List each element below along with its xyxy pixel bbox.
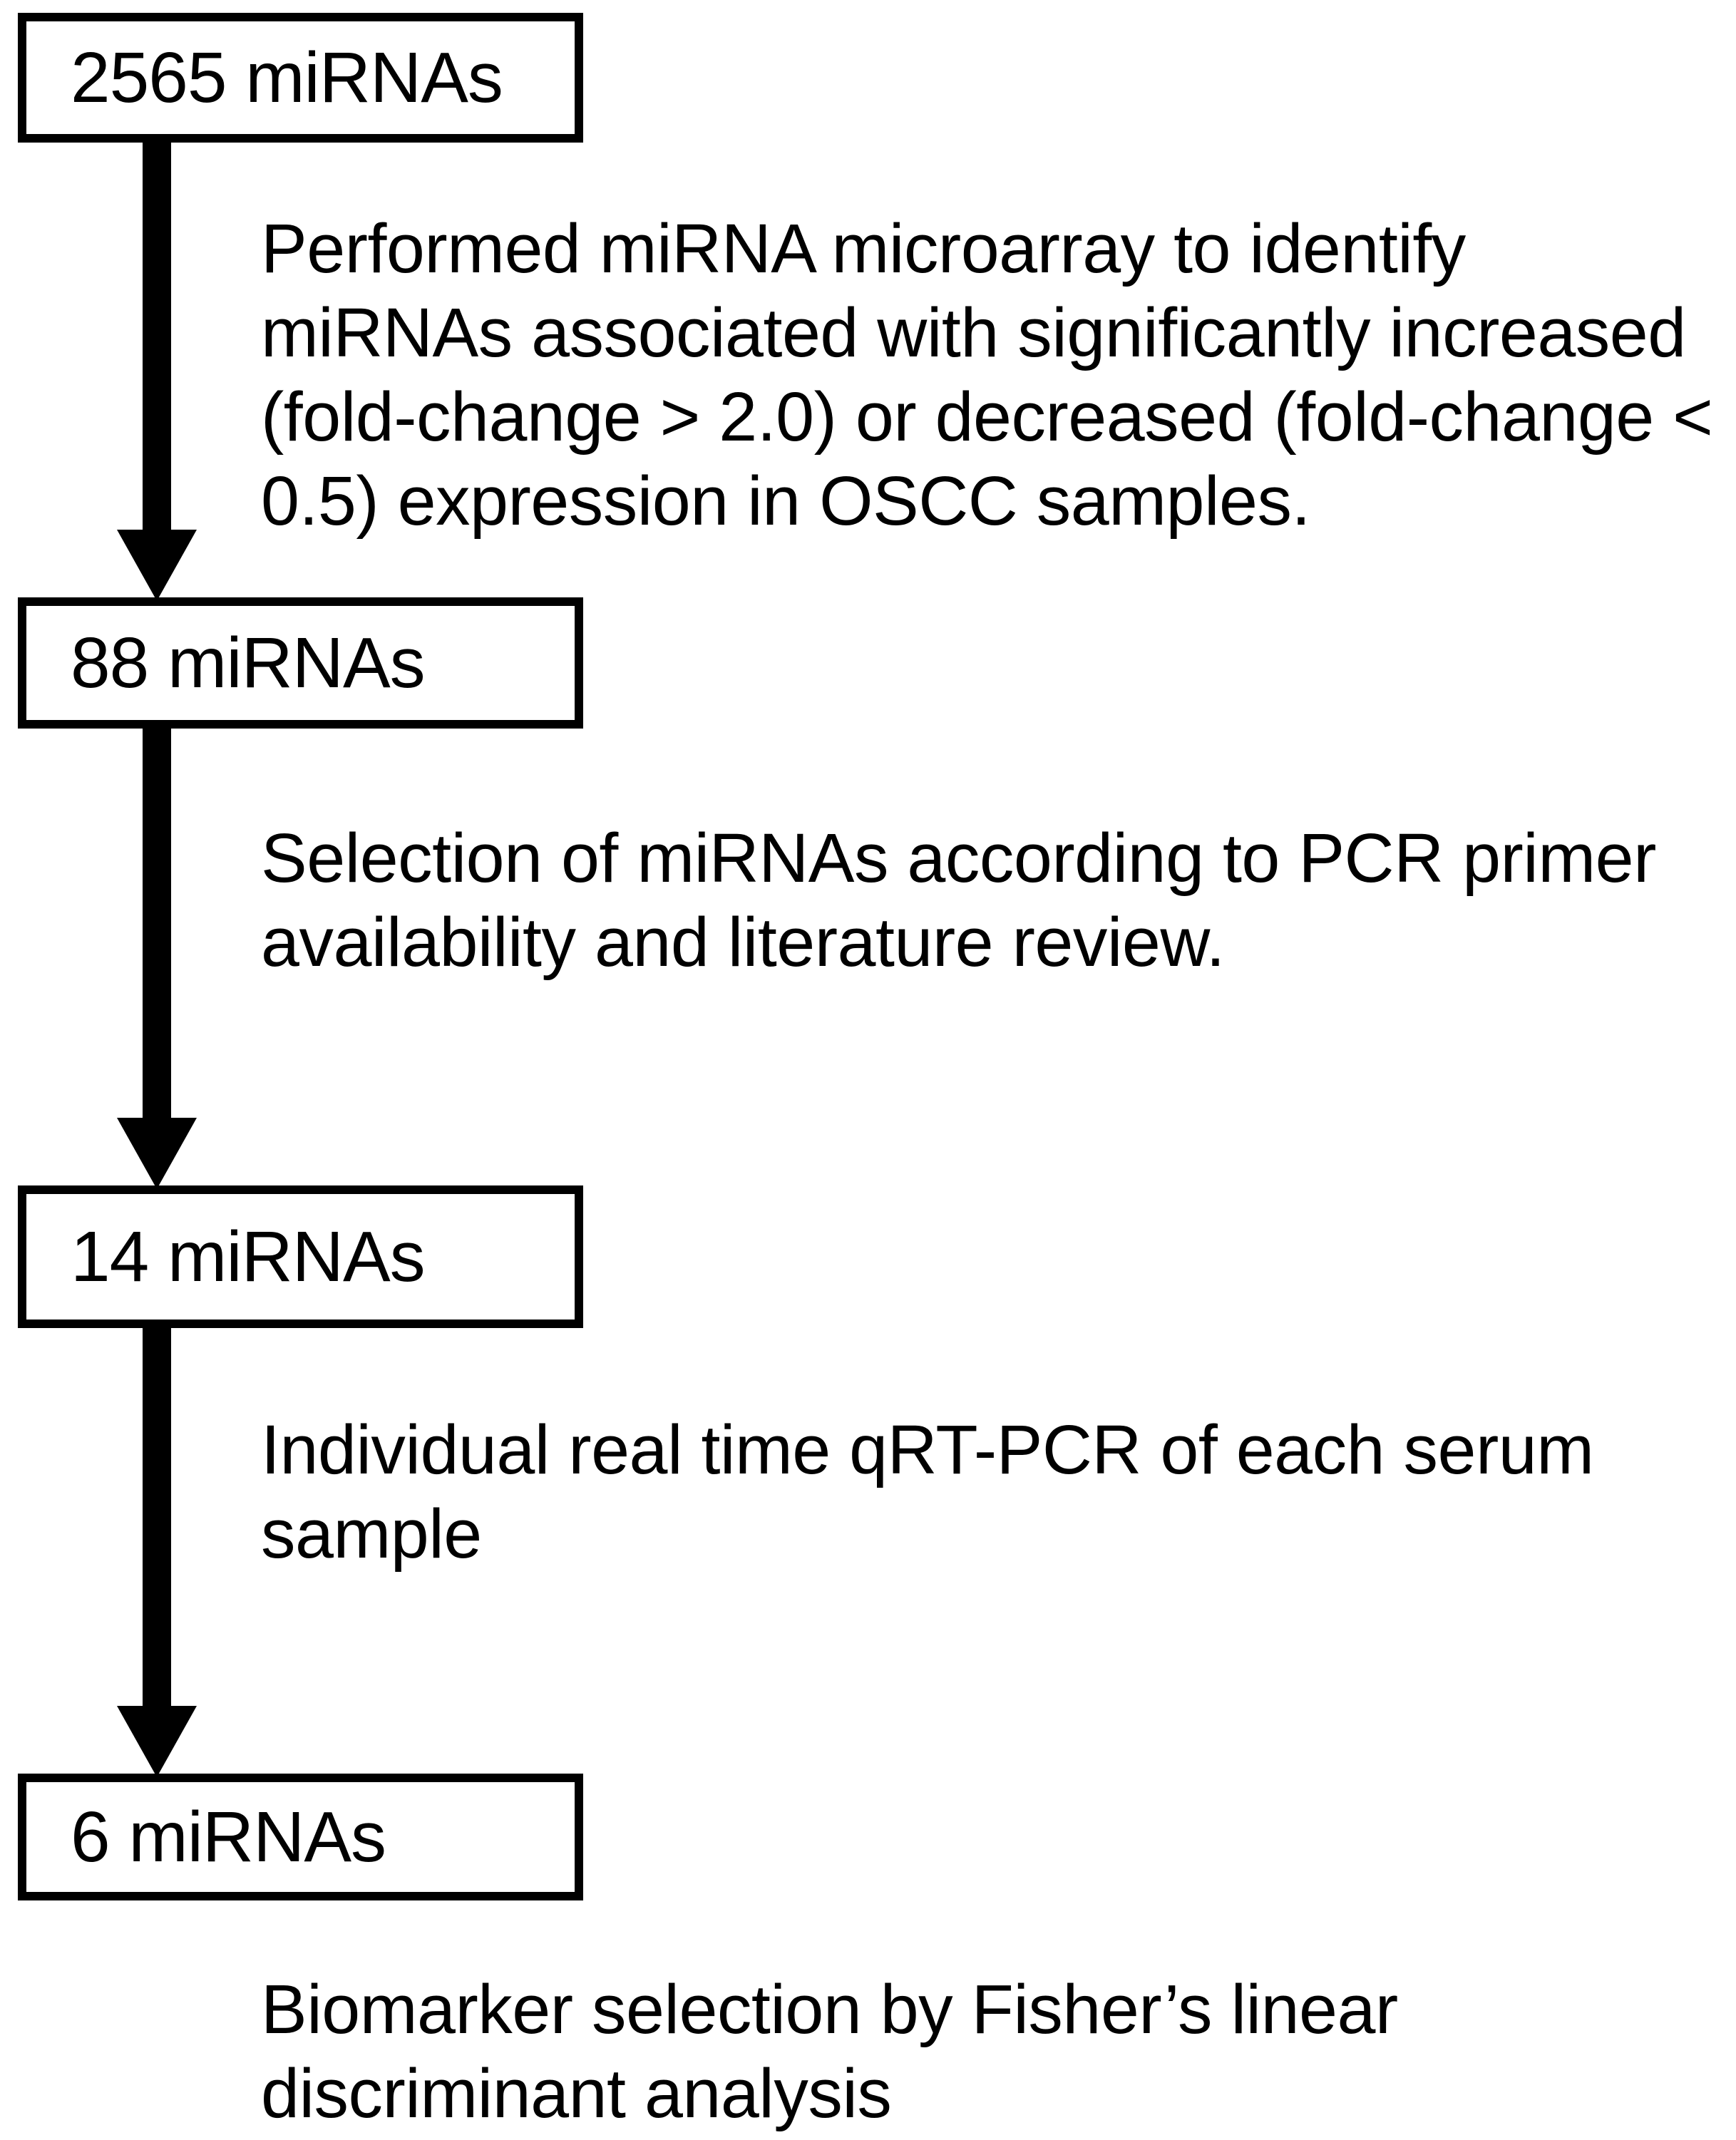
- flow-node-6-mirnas: 6 miRNAs: [18, 1774, 583, 1900]
- flow-step-description-3: Individual real time qRT-PCR of each ser…: [261, 1411, 1594, 1573]
- flow-step-description-1: Performed miRNA microarray to identify m…: [261, 210, 1713, 540]
- flow-arrow-down-1: [117, 139, 197, 602]
- flow-step-description-4: Biomarker selection by Fisher’s linear d…: [261, 1970, 1398, 2132]
- arrow-head-icon: [117, 530, 197, 601]
- arrow-head-icon: [117, 1706, 197, 1777]
- flow-node-14-mirnas: 14 miRNAs: [18, 1185, 583, 1328]
- flow-node-88-mirnas: 88 miRNAs: [18, 597, 583, 729]
- arrow-shaft: [143, 139, 171, 531]
- arrow-head-icon: [117, 1118, 197, 1189]
- flow-node-2565-mirnas: 2565 miRNAs: [18, 13, 583, 143]
- arrow-shaft: [143, 1322, 171, 1707]
- flow-step-description-2: Selection of miRNAs according to PCR pri…: [261, 819, 1656, 981]
- flow-arrow-down-2: [117, 724, 197, 1190]
- flow-node-label: 6 miRNAs: [71, 1797, 386, 1877]
- flow-arrow-down-3: [117, 1322, 197, 1779]
- flow-node-label: 88 miRNAs: [71, 623, 426, 703]
- flow-node-label: 14 miRNAs: [71, 1217, 426, 1297]
- flow-node-label: 2565 miRNAs: [71, 38, 503, 118]
- arrow-shaft: [143, 724, 171, 1119]
